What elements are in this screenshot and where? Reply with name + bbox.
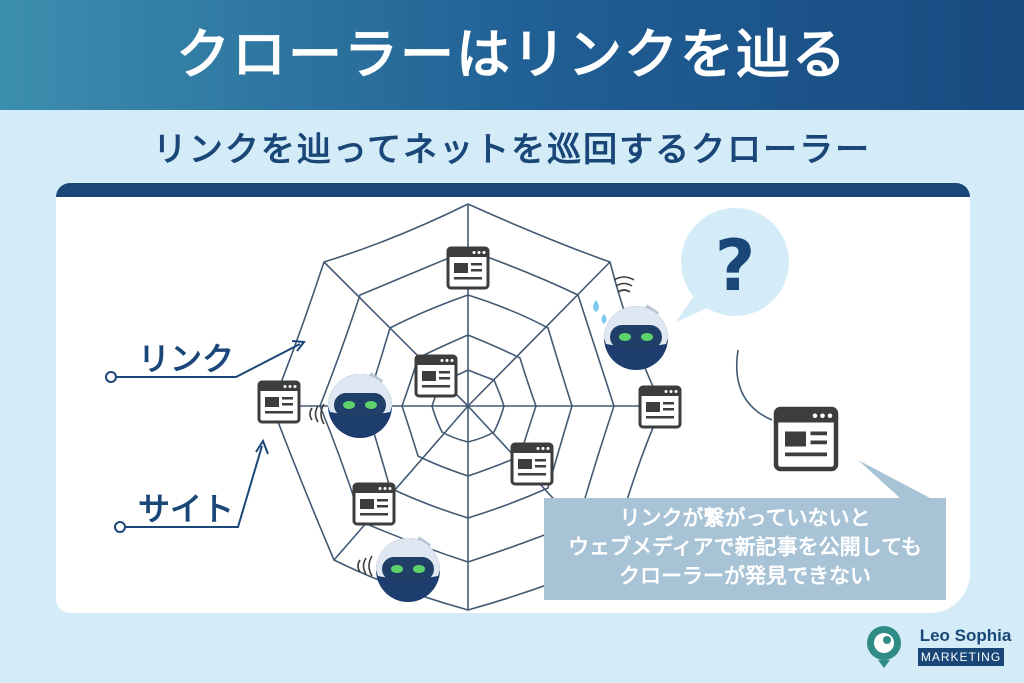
page-title: クローラーはリンクを辿る	[176, 23, 848, 86]
sweat-drop-icon	[593, 300, 607, 324]
lion-logo-icon	[867, 626, 901, 668]
header-banner	[0, 0, 1024, 110]
broken-link-line	[736, 349, 773, 421]
crawler-robot-icon	[326, 372, 394, 440]
site-icon	[446, 246, 490, 290]
question-mark: ?	[715, 225, 756, 307]
callout-line: クローラーが発見できない	[619, 564, 871, 588]
card-top-bar	[56, 183, 970, 197]
label-connectors	[105, 340, 306, 533]
site-icon	[638, 385, 682, 429]
site-icon	[352, 482, 396, 526]
crawler-robot-icon	[374, 536, 442, 604]
label-link: リンク	[138, 340, 235, 378]
brand-name: Leo Sophia	[919, 626, 1012, 645]
brand-sub: MARKETING	[918, 648, 1004, 666]
site-icon	[257, 380, 301, 424]
motion-marks-icon	[309, 276, 635, 577]
callout-line: ウェブメディアで新記事を公開しても	[568, 535, 922, 559]
site-icon	[414, 354, 458, 398]
callout-line: リンクが繋がっていないと	[619, 506, 871, 530]
site-icon	[510, 442, 554, 486]
page-subtitle: リンクを辿ってネットを巡回するクローラー	[152, 130, 872, 170]
crawler-robot-icon	[602, 304, 670, 372]
label-site: サイト	[138, 490, 235, 528]
callout-box	[544, 460, 946, 600]
question-bubble: ?	[676, 208, 789, 322]
isolated-site-icon	[776, 409, 836, 469]
callout-text: リンクが繋がっていないと ウェブメディアで新記事を公開しても クローラーが発見で…	[548, 504, 942, 591]
